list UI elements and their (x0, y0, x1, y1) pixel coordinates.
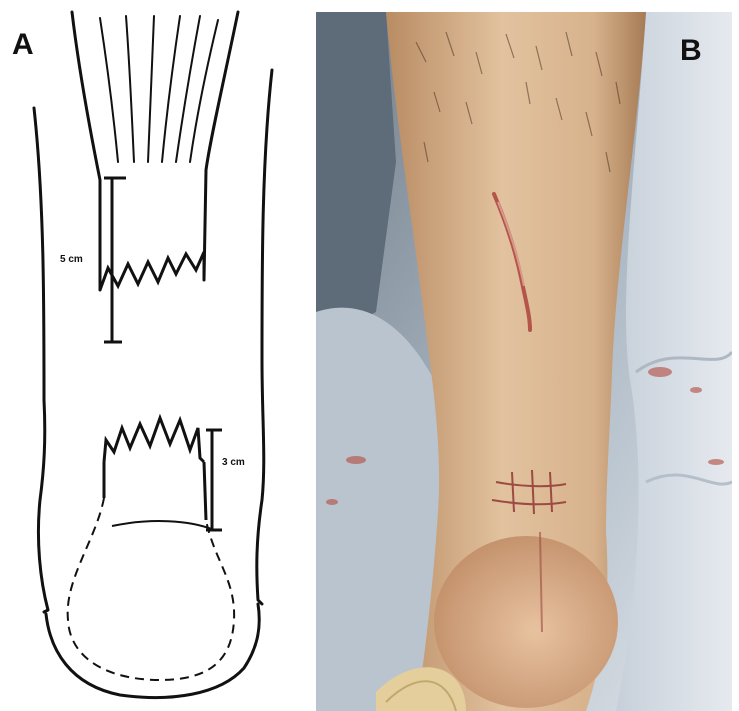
leg-outline-left (34, 108, 48, 612)
panel-label-b: B (680, 36, 702, 66)
calcaneus-top-line (112, 521, 214, 530)
measure-bar-3cm (206, 430, 222, 530)
distal-stump (104, 418, 206, 520)
leg-photograph (316, 12, 732, 711)
tendon-diagram (0, 0, 310, 711)
measurement-label-5cm: 5 cm (60, 255, 83, 265)
schematic-panel-a: A 5 cm 3 cm (0, 0, 310, 711)
leg-outline-right (257, 70, 272, 604)
heel (434, 536, 618, 708)
panel-label-a: A (12, 30, 34, 60)
tendon-proximal-left-edge (72, 12, 100, 290)
heel-outline (46, 604, 259, 698)
proximal-stump (100, 252, 204, 290)
clinical-photo-panel-b (316, 12, 732, 711)
calcaneus-dashed (68, 498, 234, 680)
measure-bar-5cm (104, 178, 126, 342)
tendon-proximal-right-edge (204, 12, 238, 280)
measurement-label-3cm: 3 cm (222, 458, 245, 468)
tendon-fibers (100, 16, 218, 162)
